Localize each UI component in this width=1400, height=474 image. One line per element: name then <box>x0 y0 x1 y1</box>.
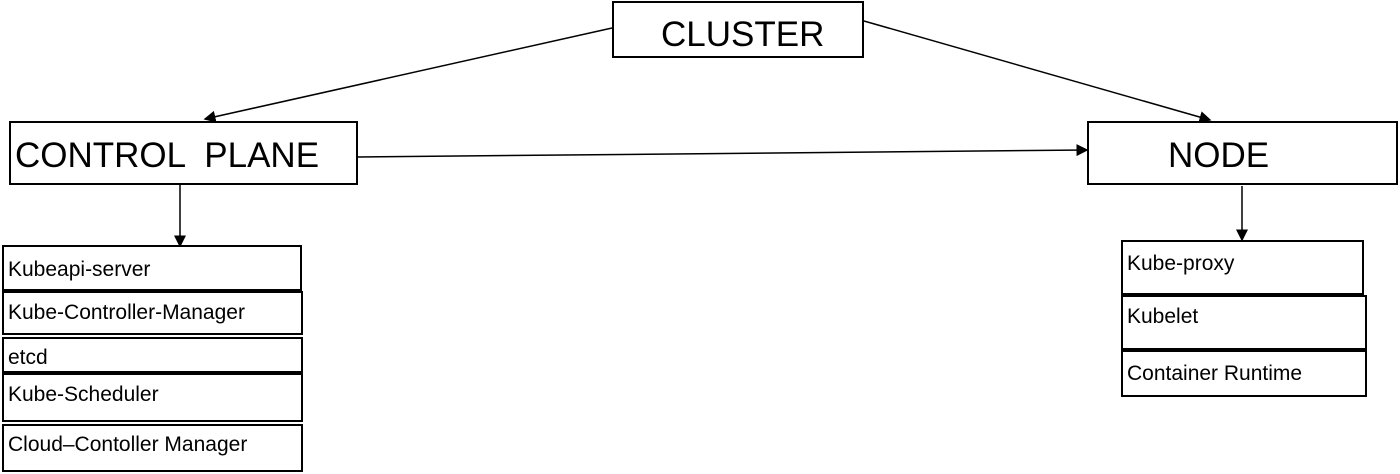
cluster-to-control-plane-arrow <box>203 27 613 123</box>
control-plane-component-kube-scheduler: Kube-Scheduler <box>2 373 303 422</box>
control-plane-component-kubeapi-server: Kubeapi-server <box>2 245 302 291</box>
cluster-box: CLUSTER <box>612 1 864 58</box>
node-box: NODE <box>1087 121 1398 185</box>
node-component-kube-proxy: Kube-proxy <box>1121 240 1364 295</box>
cluster-label: CLUSTER <box>661 15 825 54</box>
control-plane-component-cloud-controller-manager: Cloud–Contoller Manager <box>2 424 303 472</box>
component-label: Kube-Scheduler <box>8 383 159 406</box>
component-label: Kubelet <box>1127 305 1199 328</box>
control-plane-component-etcd: etcd <box>2 337 303 373</box>
cluster-to-node-arrow <box>863 20 1212 123</box>
component-label: Container Runtime <box>1127 362 1303 385</box>
component-label: Kube-proxy <box>1127 252 1235 275</box>
control-plane-to-node-arrow <box>357 144 1089 158</box>
component-label: Kube-Controller-Manager <box>8 301 245 324</box>
node-component-container-runtime: Container Runtime <box>1121 350 1367 397</box>
control-plane-box: CONTROL PLANE <box>9 121 358 185</box>
control-plane-label: CONTROL PLANE <box>15 136 320 175</box>
component-label: Kubeapi-server <box>8 258 151 281</box>
node-component-kubelet: Kubelet <box>1121 295 1367 350</box>
component-label: etcd <box>8 346 48 369</box>
node-label: NODE <box>1168 136 1270 175</box>
control-plane-component-kube-controller-manager: Kube-Controller-Manager <box>2 291 303 335</box>
component-label: Cloud–Contoller Manager <box>8 433 248 456</box>
